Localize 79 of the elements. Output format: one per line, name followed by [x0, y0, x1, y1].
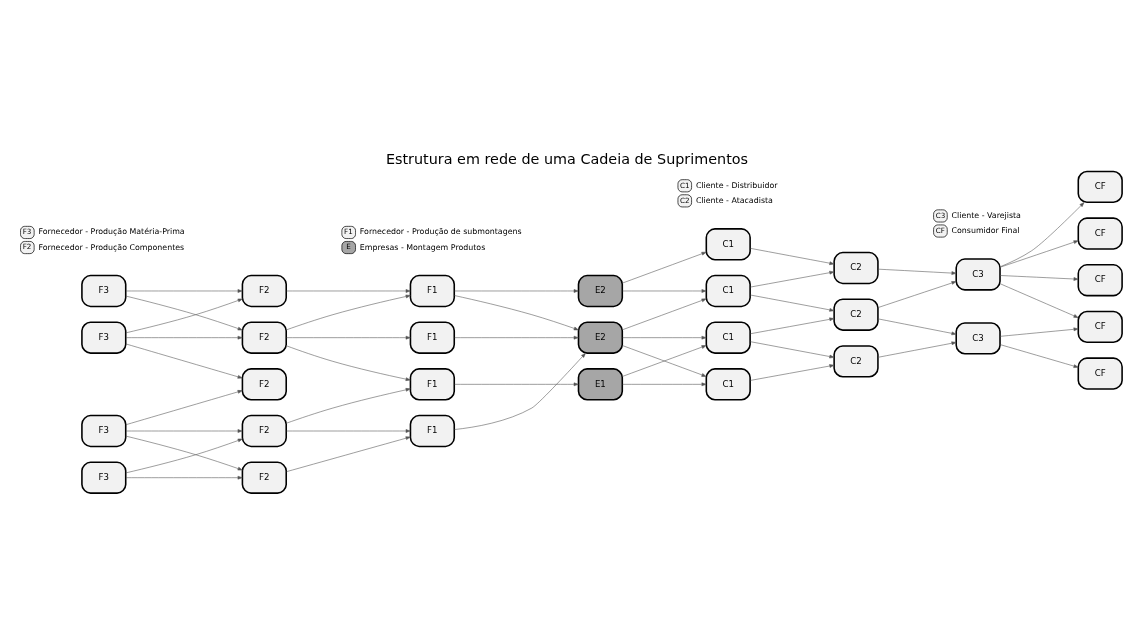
node-box: F1 [409, 414, 456, 447]
node-box: F2 [241, 367, 287, 401]
node-box: F2 [241, 274, 287, 307]
node-box: F2 [241, 320, 287, 354]
arrow [125, 343, 243, 379]
arrow [999, 274, 1079, 281]
arrow [454, 382, 579, 386]
node-box: C1 [705, 367, 751, 401]
arrow [286, 435, 411, 472]
arrow [125, 335, 243, 339]
arrow [877, 318, 957, 335]
node-box: F1 [409, 367, 456, 401]
arrow [454, 294, 579, 330]
node-box: E2 [577, 274, 624, 307]
node-box: F3 [81, 320, 127, 354]
label: F3 [22, 226, 32, 236]
node-box: F1 [409, 274, 456, 307]
arrow [999, 282, 1079, 318]
arrow [750, 270, 835, 287]
arrow [750, 317, 835, 334]
node-box: C2 [833, 251, 879, 284]
arrow [125, 428, 243, 433]
label: C2 [680, 195, 690, 205]
label: C1 [680, 180, 690, 190]
arrow [750, 363, 835, 381]
label: CF [935, 225, 945, 235]
arrow [285, 344, 411, 381]
node-box: CF [1077, 310, 1123, 343]
arrow [622, 288, 707, 293]
node-box: F3 [81, 460, 127, 494]
node-box: F2 [241, 460, 287, 494]
arrow [877, 340, 957, 358]
node-box: CF [1077, 170, 1123, 203]
node-box: C1 [705, 320, 751, 354]
node-box: F2 [241, 414, 287, 447]
diagram-title: Estrutura em rede de uma Cadeia de Suprimentos [385, 150, 749, 167]
node-box: F3 [81, 414, 127, 447]
arrow [286, 335, 411, 339]
node-box: C3 [955, 257, 1001, 291]
node-box: C3 [955, 321, 1001, 355]
node-box: E2 [577, 320, 624, 354]
arrow [999, 327, 1079, 337]
arrow [877, 268, 957, 275]
node-box: F3 [81, 274, 127, 307]
arrow [286, 294, 411, 330]
arrow [286, 428, 411, 433]
arrow [622, 251, 707, 283]
arrow [750, 294, 835, 312]
arrow [750, 340, 835, 358]
arrow [454, 288, 579, 293]
arrow [622, 298, 707, 330]
arrow [877, 280, 957, 308]
node-box: C1 [705, 227, 751, 261]
arrow [454, 352, 586, 430]
node-box: CF [1077, 263, 1123, 296]
arrow [622, 382, 707, 386]
arrow [454, 335, 579, 339]
arrow [999, 239, 1079, 268]
arrow [622, 344, 707, 377]
node-box: CF [1077, 216, 1123, 250]
node-box: C2 [833, 297, 879, 331]
arrow [750, 247, 835, 265]
node-box: CF [1077, 356, 1123, 390]
arrow [286, 387, 411, 424]
arrow [622, 335, 707, 339]
label: E [346, 241, 351, 251]
arrow [286, 288, 411, 293]
arrow [125, 288, 243, 293]
arrow [999, 201, 1085, 267]
arrow [999, 343, 1079, 368]
arrow [125, 475, 243, 479]
arrow [125, 389, 243, 425]
label: C3 [935, 210, 946, 220]
label: F1 [344, 226, 353, 236]
node-box: C1 [705, 274, 751, 307]
node-box: F1 [409, 320, 456, 354]
node-box: C2 [833, 344, 879, 378]
node-box: E1 [577, 367, 624, 401]
label: F2 [22, 241, 32, 251]
